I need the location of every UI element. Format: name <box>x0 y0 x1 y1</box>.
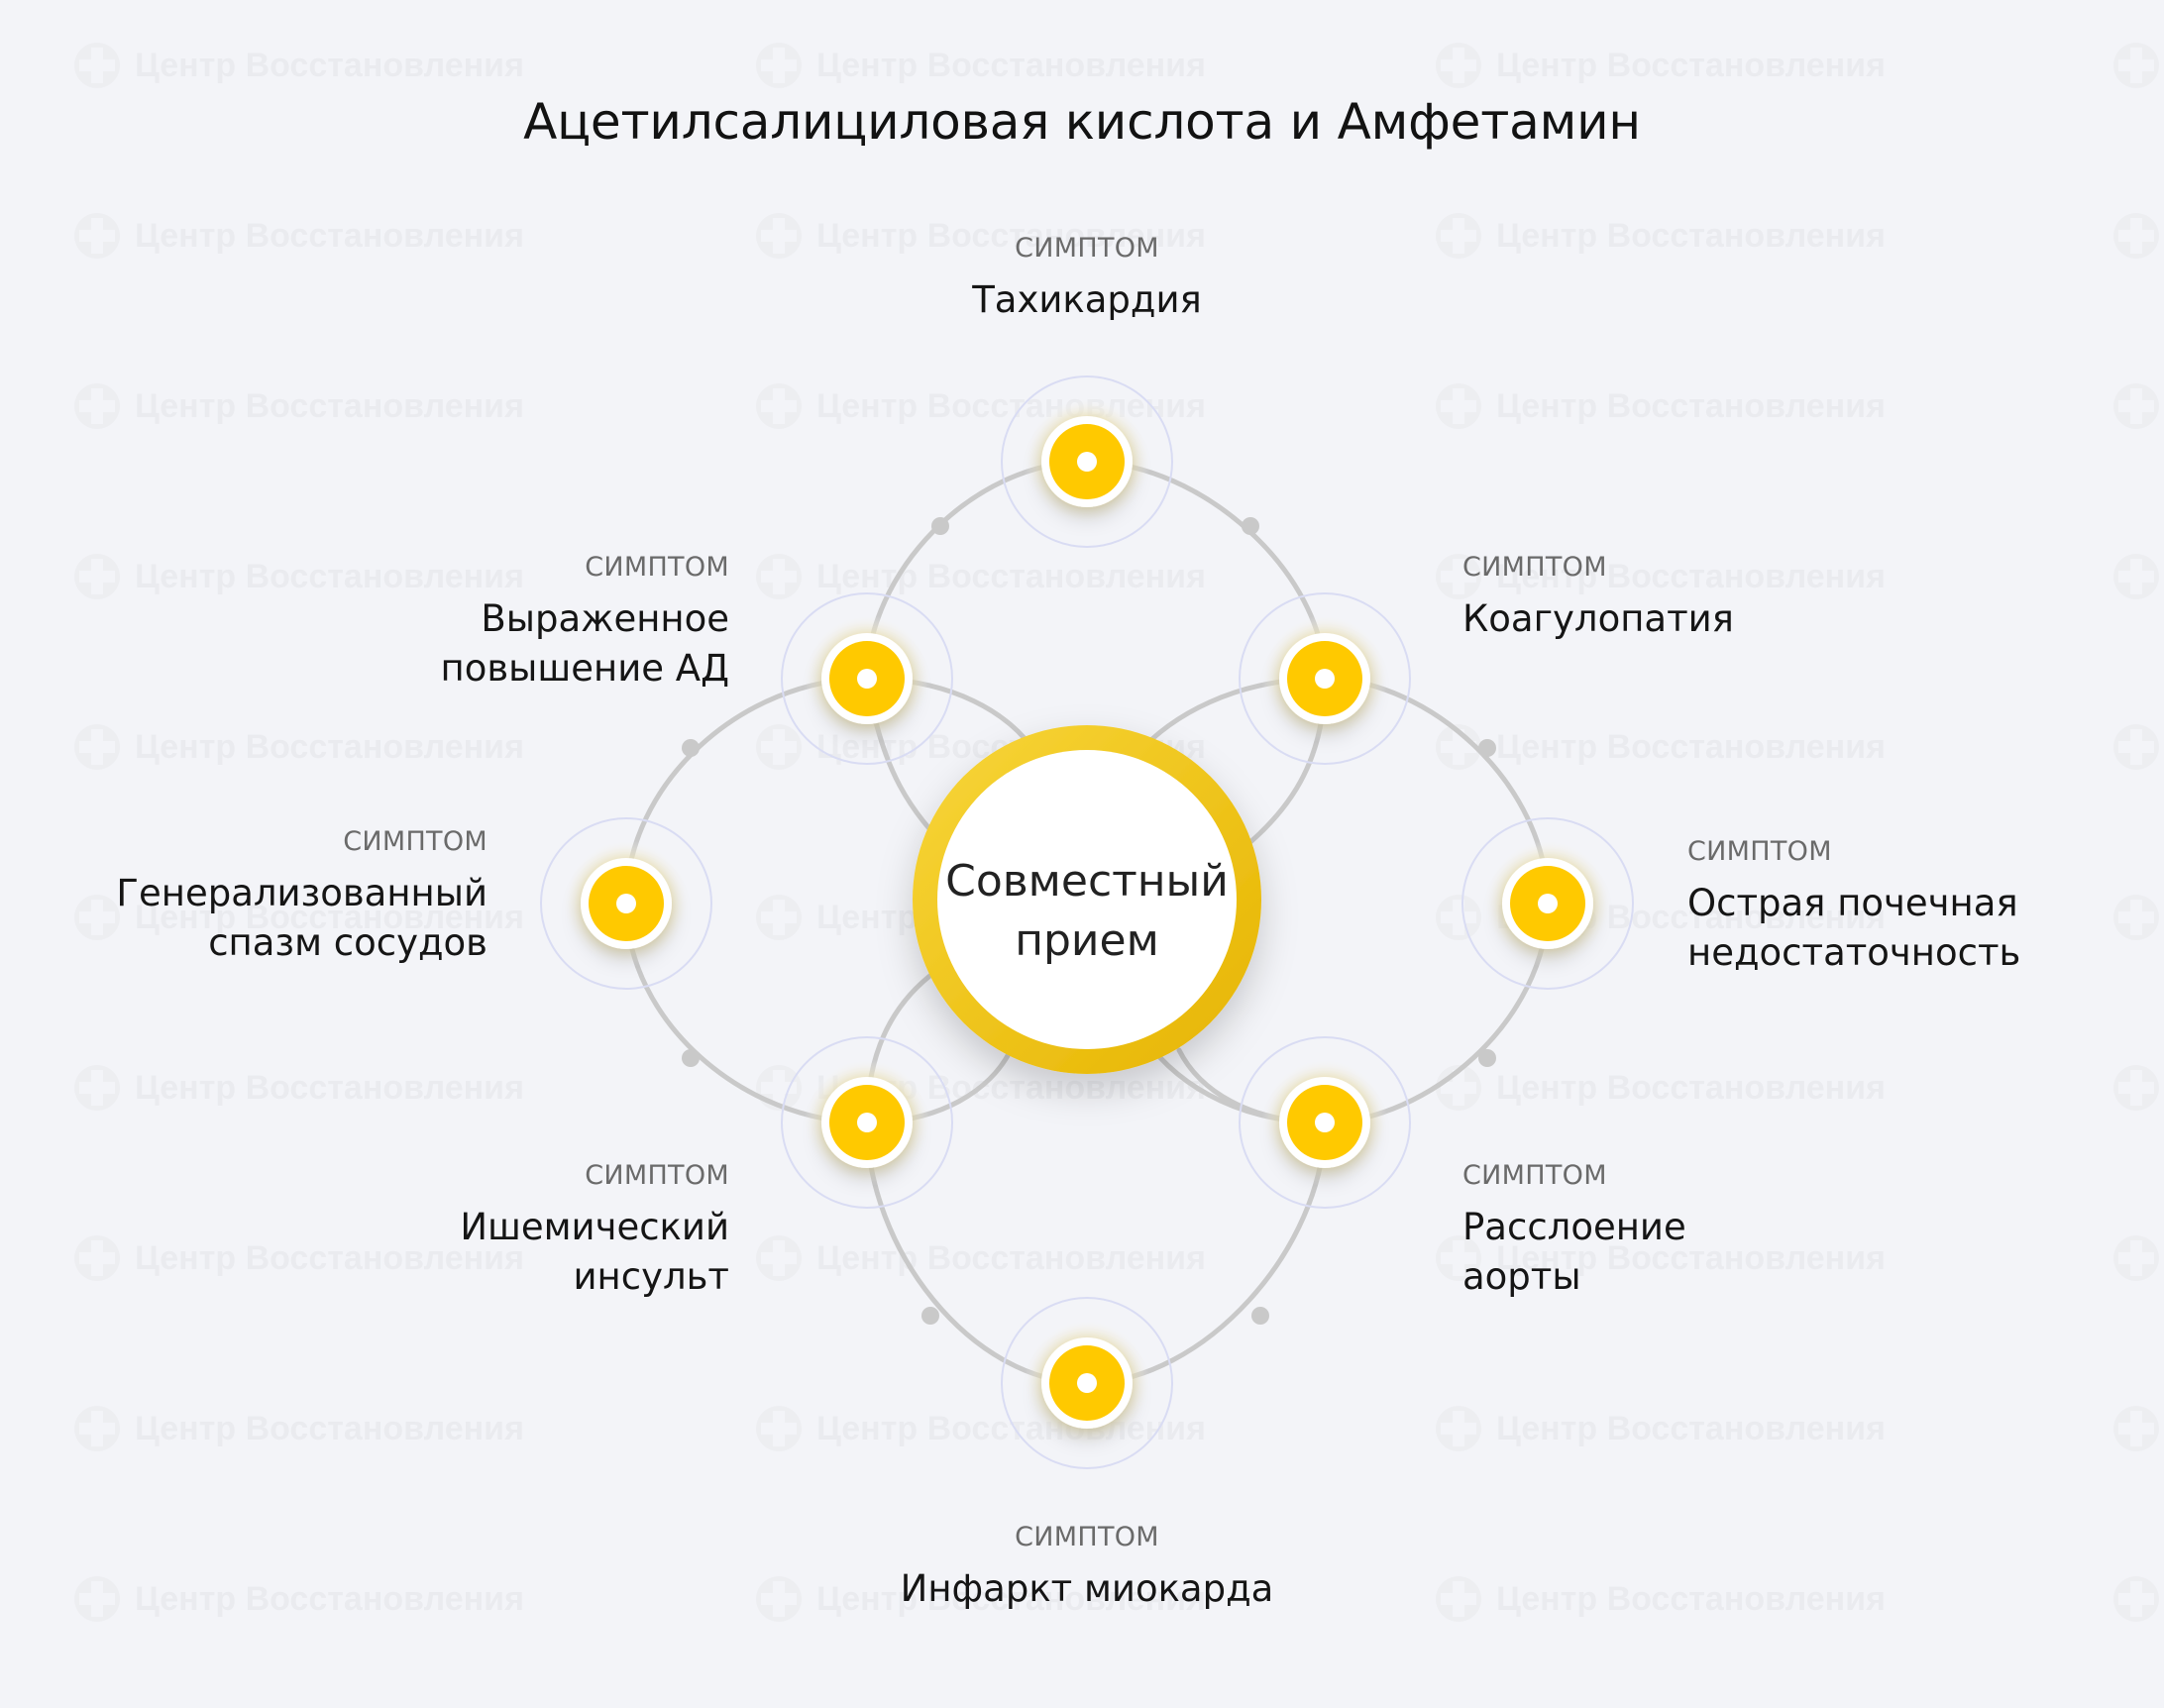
symptom-name: Коагулопатия <box>1462 597 1734 640</box>
symptom-name: Тахикардия <box>972 278 1202 321</box>
symptom-node-bottom <box>1001 1297 1173 1469</box>
symptom-label-lower-right: симптомРасслоение аорты <box>1462 1159 1879 1302</box>
symptom-label-upper-right: симптомКоагулопатия <box>1462 551 1879 644</box>
symptom-name: Выраженное повышение АД <box>440 597 729 690</box>
symptom-kind-label: симптом <box>343 826 487 857</box>
symptom-kind-label: симптом <box>585 552 729 583</box>
node-center-dot <box>1077 452 1097 472</box>
connector-loop-bottom <box>864 958 1328 1386</box>
node-guide-ring <box>540 817 712 990</box>
symptom-label-left: симптомГенерализованный спазм сосудов <box>91 825 487 968</box>
symptom-kind-label: симптом <box>1462 552 1607 583</box>
symptom-label-bottom: симптомИнфаркт миокарда <box>847 1521 1327 1614</box>
symptom-node-lower-right <box>1239 1036 1411 1209</box>
node-center-dot <box>1315 1113 1335 1132</box>
symptom-name: Расслоение аорты <box>1462 1206 1686 1298</box>
node-guide-ring <box>1001 1297 1173 1469</box>
node-guide-ring <box>781 592 953 765</box>
node-guide-ring <box>1461 817 1634 990</box>
symptom-kind-label: симптом <box>1462 1160 1607 1191</box>
connector-dot <box>1242 517 1259 535</box>
connector-dot <box>682 1049 700 1067</box>
connector-dot <box>1251 1307 1269 1325</box>
symptom-label-right: симптомОстрая почечная недостаточность <box>1687 835 2104 978</box>
symptom-label-top: симптомТахикардия <box>892 232 1282 325</box>
node-center-dot <box>616 894 636 913</box>
connector-loop-right <box>1136 676 1551 1125</box>
symptom-kind-label: симптом <box>1015 1522 1159 1552</box>
symptom-name: Инфаркт миокарда <box>900 1567 1274 1610</box>
connector-dot <box>682 739 700 757</box>
symptom-name: Острая почечная недостаточность <box>1687 882 2021 974</box>
node-layer <box>540 375 1634 1469</box>
node-guide-ring <box>1001 375 1173 548</box>
node-center-dot <box>1077 1373 1097 1393</box>
symptom-node-lower-left <box>781 1036 953 1209</box>
symptom-node-left <box>540 817 712 990</box>
symptom-node-upper-right <box>1239 592 1411 765</box>
symptom-node-upper-left <box>781 592 953 765</box>
symptom-label-upper-left: симптомВыраженное повышение АД <box>333 551 729 694</box>
symptom-kind-label: симптом <box>1687 836 1832 867</box>
node-center-dot <box>1538 894 1558 913</box>
symptom-name: Генерализованный спазм сосудов <box>116 872 487 964</box>
connector-dot <box>931 517 949 535</box>
symptom-kind-label: симптом <box>585 1160 729 1191</box>
node-center-dot <box>1315 669 1335 689</box>
symptom-kind-label: симптом <box>1015 233 1159 264</box>
node-guide-ring <box>1239 592 1411 765</box>
connector-dot <box>1478 739 1496 757</box>
node-center-dot <box>857 669 877 689</box>
symptom-label-lower-left: симптомИшемический инсульт <box>333 1159 729 1302</box>
connector-dot <box>1478 1049 1496 1067</box>
symptom-node-right <box>1461 817 1634 990</box>
center-label: Совместный прием <box>945 856 1229 966</box>
node-center-dot <box>857 1113 877 1132</box>
node-guide-ring <box>781 1036 953 1209</box>
center-inner-circle <box>937 750 1237 1049</box>
center-node <box>913 725 1261 1074</box>
node-guide-ring <box>1239 1036 1411 1209</box>
connector-dot <box>921 1307 939 1325</box>
symptom-node-top <box>1001 375 1173 548</box>
symptom-name: Ишемический инсульт <box>460 1206 729 1298</box>
page-title: Ацетилсалициловая кислота и Амфетамин <box>523 93 1641 151</box>
